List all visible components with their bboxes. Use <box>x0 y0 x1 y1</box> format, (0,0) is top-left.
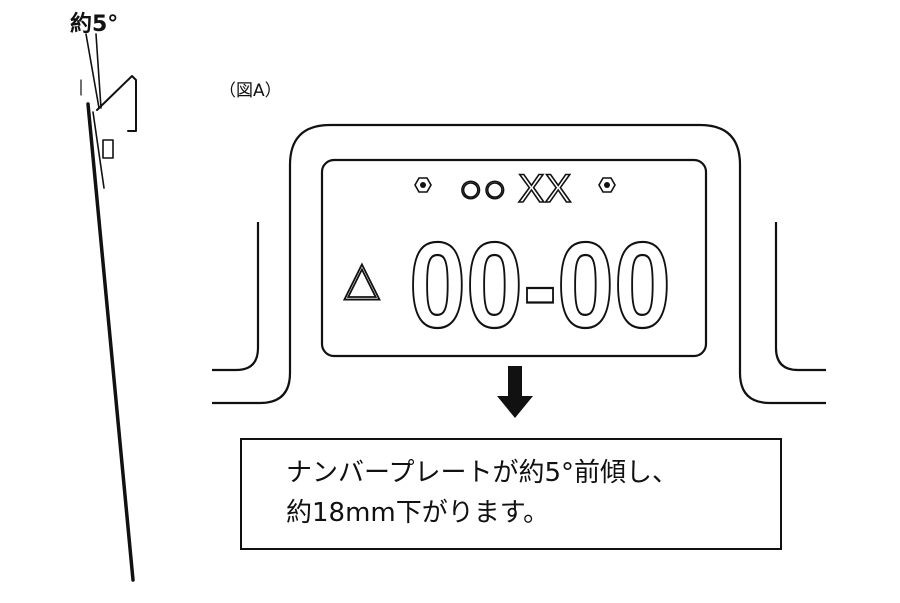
plate-body <box>320 158 708 358</box>
bumper-center <box>212 123 826 405</box>
caption-line-1: ナンバープレートが約5°前傾し、 <box>286 458 678 488</box>
angle-label: 約5° <box>70 12 119 37</box>
angle-ref-line-vertical <box>85 33 100 109</box>
caption-line-2: 約18mm下がります。 <box>286 498 550 528</box>
bumper-outline <box>212 123 826 405</box>
hex-bolt-icon <box>598 177 616 193</box>
hex-bolt-icon <box>414 177 432 193</box>
side-plate-inner-line <box>92 111 105 189</box>
side-bracket <box>96 75 137 132</box>
caption-box: ナンバープレートが約5°前傾し、 約18mm下がります。 <box>240 438 782 550</box>
angle-ref-line-tilted <box>95 33 102 109</box>
plate-top-text: ○○ XX <box>459 167 572 211</box>
bumper-left <box>212 222 260 372</box>
figure-label: （図A） <box>219 81 282 101</box>
license-plate: ○○ XX △ 00-00 <box>320 158 708 358</box>
plate-triangle-mark: △ <box>344 252 380 304</box>
side-view <box>80 33 137 582</box>
bumper-right <box>774 222 826 372</box>
plate-number: 00-00 <box>409 217 671 353</box>
side-plate-line <box>86 102 135 582</box>
down-arrow-icon <box>497 366 533 418</box>
side-clip <box>102 139 114 159</box>
